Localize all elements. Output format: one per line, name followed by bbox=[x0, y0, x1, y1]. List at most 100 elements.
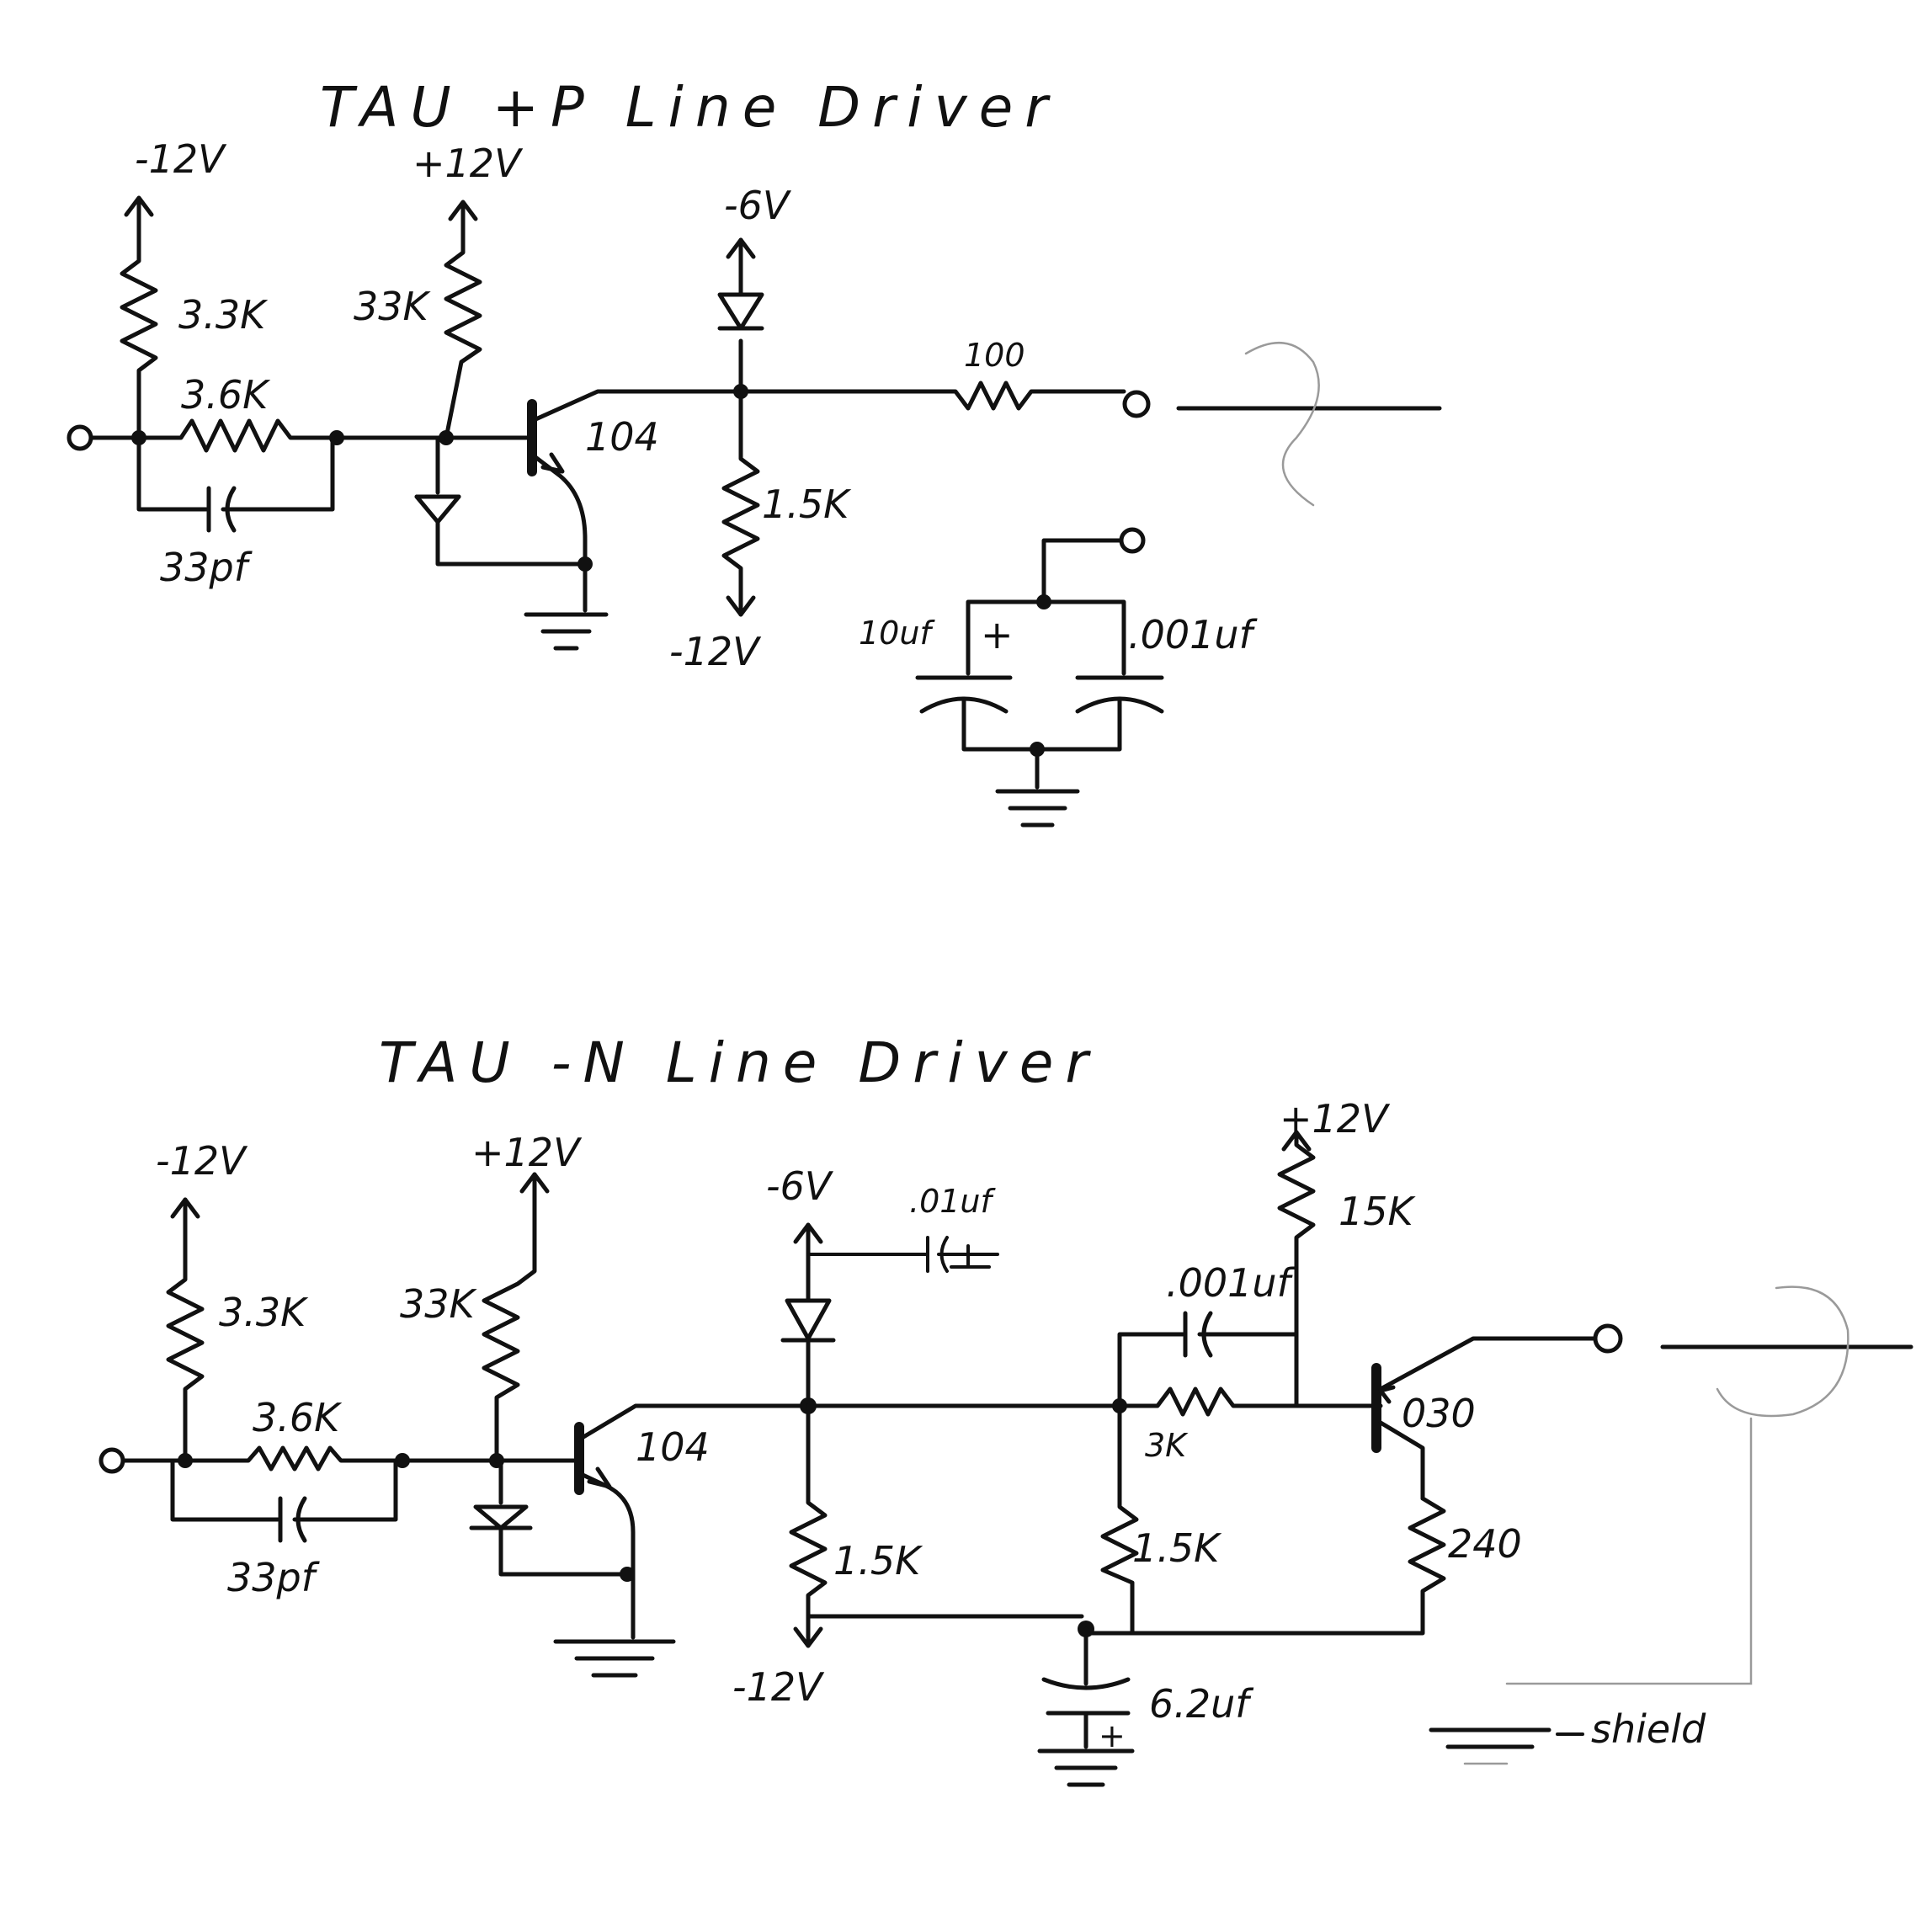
bottom-r-3k bbox=[1117, 1386, 1383, 1417]
top-diode-return bbox=[435, 519, 588, 567]
bottom-ground-small bbox=[937, 1244, 999, 1269]
bottom-label-33pf: 33pf bbox=[227, 1555, 320, 1600]
top-label-minus6: -6V bbox=[724, 183, 792, 228]
top-c-33pf-left bbox=[136, 435, 209, 512]
top-label-001uf: .001uf bbox=[1128, 612, 1258, 657]
bottom-arrow-minus12 bbox=[170, 1197, 200, 1219]
bottom-label-6-2uf: 6.2uf bbox=[1149, 1681, 1253, 1727]
top-arrow-plus12 bbox=[448, 200, 478, 221]
top-diode-minus6 bbox=[717, 292, 764, 331]
bottom-r-15k bbox=[1277, 1130, 1316, 1337]
bottom-arrow-minus6 bbox=[793, 1222, 823, 1244]
bottom-label-33k: 33K bbox=[400, 1281, 478, 1327]
top-r-3-3k bbox=[120, 200, 158, 440]
bottom-emitter-wire bbox=[577, 1471, 636, 1640]
bottom-output-terminal bbox=[1593, 1323, 1623, 1354]
bottom-r-33k bbox=[482, 1172, 537, 1463]
top-title: TAU +P Line Driver bbox=[320, 75, 1059, 140]
bottom-shield-wire bbox=[1505, 1417, 1753, 1685]
top-output-terminal bbox=[1122, 390, 1151, 418]
top-decoupling-return bbox=[961, 696, 1122, 752]
top-supply-terminal bbox=[1119, 527, 1146, 554]
top-label-plus: + bbox=[981, 612, 1014, 657]
bottom-diode-return bbox=[498, 1525, 630, 1577]
bottom-junction-2 bbox=[395, 1453, 410, 1468]
top-arrow-minus12 bbox=[124, 195, 154, 217]
top-decoupling-bus bbox=[966, 599, 1126, 676]
bottom-ground-2 bbox=[1037, 1748, 1135, 1787]
bottom-arrow-plus12 bbox=[519, 1172, 550, 1194]
bottom-label-1-5k-b: 1.5K bbox=[1132, 1525, 1222, 1571]
bottom-diode-minus6 bbox=[785, 1298, 832, 1341]
bottom-line-driver-circuit: TAU -N Line Driver -12V 3.3K 3.6K 33pf +… bbox=[98, 1030, 1913, 1787]
bottom-r-1-5k-a bbox=[789, 1403, 828, 1648]
top-input-terminal bbox=[67, 424, 93, 451]
top-label-10uf: 10uf bbox=[859, 615, 935, 652]
top-emitter-arrow bbox=[540, 452, 565, 474]
top-label-1-5k: 1.5K bbox=[762, 482, 852, 527]
bottom-c-001uf-right bbox=[1197, 1332, 1299, 1408]
bottom-label-minus12-a: -12V bbox=[156, 1138, 248, 1184]
top-label-minus12-a: -12V bbox=[135, 136, 227, 182]
bottom-label-001uf: .001uf bbox=[1166, 1260, 1296, 1306]
top-line-driver-circuit: TAU +P Line Driver -12V 3.3K 3.6K 33pf +… bbox=[67, 75, 1442, 828]
top-arrow-minus6 bbox=[726, 237, 756, 259]
bottom-label-240: 240 bbox=[1448, 1521, 1522, 1567]
bottom-r-3-3k bbox=[166, 1197, 205, 1463]
bottom-ground-1 bbox=[553, 1639, 676, 1678]
bottom-label-3-3k: 3.3K bbox=[219, 1290, 309, 1335]
top-r-1-5k bbox=[721, 389, 760, 617]
bottom-030-arrow bbox=[1378, 1385, 1396, 1404]
bottom-label-3-6k: 3.6K bbox=[253, 1395, 343, 1440]
bottom-030-emitter bbox=[1378, 1420, 1425, 1501]
top-r-100 bbox=[738, 381, 1126, 411]
bottom-label-plus: + bbox=[1099, 1717, 1126, 1754]
bottom-diode bbox=[473, 1504, 529, 1530]
bottom-c-6-2uf-curve bbox=[1041, 1677, 1131, 1690]
bottom-label-minus12-b: -12V bbox=[732, 1664, 825, 1710]
bottom-r-240 bbox=[1079, 1496, 1446, 1636]
bottom-label-3k: 3K bbox=[1145, 1427, 1189, 1464]
top-label-plus12: +12V bbox=[412, 141, 524, 186]
top-label-100: 100 bbox=[964, 337, 1025, 374]
bottom-label-plus12-b: +12V bbox=[1280, 1096, 1391, 1142]
bottom-title: TAU -N Line Driver bbox=[379, 1030, 1099, 1095]
bottom-r-1-5k-b bbox=[1100, 1403, 1139, 1636]
top-junction-1 bbox=[131, 430, 146, 445]
top-label-104: 104 bbox=[585, 414, 659, 460]
top-r-3-6k bbox=[136, 418, 339, 453]
bottom-c-001uf-left bbox=[1117, 1332, 1185, 1408]
top-ground-2 bbox=[995, 789, 1080, 828]
bottom-label-15k: 15K bbox=[1339, 1189, 1417, 1234]
top-label-3-6k: 3.6K bbox=[181, 372, 271, 418]
bottom-label-shield: shield bbox=[1591, 1706, 1706, 1752]
bottom-arrow-plus12-b bbox=[1281, 1130, 1312, 1152]
bottom-label-plus12-a: +12V bbox=[471, 1130, 583, 1175]
top-arrow-minus12-b bbox=[726, 595, 756, 617]
bottom-label-1-5k-a: 1.5K bbox=[833, 1538, 923, 1583]
bottom-r-3-6k bbox=[183, 1445, 499, 1472]
bottom-arrow-minus12-b bbox=[793, 1626, 823, 1648]
top-diode bbox=[414, 494, 461, 524]
top-cable-sketch bbox=[1244, 341, 1320, 507]
bottom-label-030: 030 bbox=[1402, 1391, 1476, 1436]
top-label-33k: 33K bbox=[354, 284, 432, 329]
bottom-label-minus6: -6V bbox=[766, 1163, 834, 1209]
bottom-cable-sketch bbox=[1716, 1285, 1850, 1418]
bottom-c-33pf-right bbox=[292, 1458, 398, 1522]
bottom-input-terminal bbox=[98, 1447, 125, 1474]
bottom-shield-ground bbox=[1429, 1727, 1551, 1749]
bottom-output-wire bbox=[1378, 1336, 1598, 1392]
top-emitter-wire bbox=[530, 452, 588, 613]
top-collector-wire bbox=[530, 389, 743, 423]
bottom-emitter-arrow bbox=[587, 1466, 612, 1489]
top-c-33pf-right bbox=[221, 435, 335, 512]
top-supply-wire bbox=[1041, 538, 1124, 604]
top-label-minus12-b: -12V bbox=[669, 629, 762, 674]
top-label-33pf: 33pf bbox=[160, 545, 253, 590]
bottom-c-33pf-left bbox=[170, 1458, 280, 1522]
bottom-label-01uf: .01uf bbox=[909, 1183, 997, 1220]
top-label-3-3k: 3.3K bbox=[178, 292, 269, 338]
bottom-collector-wire bbox=[577, 1403, 811, 1442]
